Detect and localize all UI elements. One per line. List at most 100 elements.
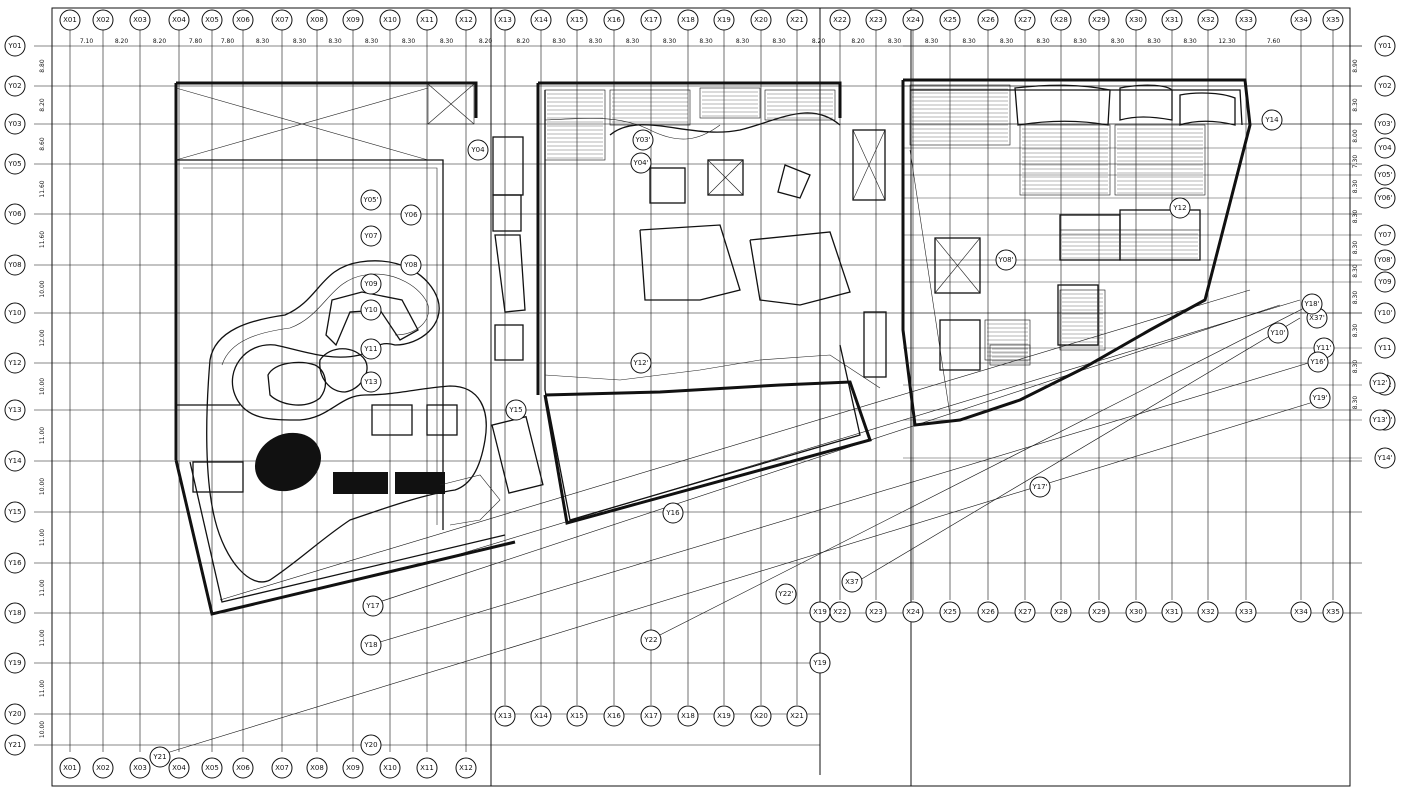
grid-bubble-x-mid: X30 [1125, 601, 1147, 623]
grid-bubble-y-left: Y12 [4, 352, 26, 374]
grid-bubble-y-right: Y01 [1374, 35, 1396, 57]
grid-bubble-x-bottom: X08 [306, 757, 328, 779]
svg-text:X27: X27 [1018, 16, 1032, 24]
grid-bubble-x-top: X14 [530, 9, 552, 31]
dimension-text: 8.20 [516, 38, 530, 45]
grid-bubble-y-left: Y19 [4, 652, 26, 674]
svg-text:Y16: Y16 [665, 509, 680, 517]
grid-bubble-y-left: Y15 [4, 501, 26, 523]
grid-bubble-y-right: Y02 [1374, 75, 1396, 97]
grid-bubble-y-left: Y14 [4, 450, 26, 472]
svg-text:X35: X35 [1326, 608, 1340, 616]
dimension-column-left: 8.808.208.6011.6011.6010.0012.0010.0011.… [39, 59, 46, 738]
dimension-text: 8.30 [1183, 38, 1197, 45]
grid-bubble-x-lower: X14 [530, 705, 552, 727]
svg-text:Y12: Y12 [7, 359, 21, 367]
grid-bubble-x-top: X23 [865, 9, 887, 31]
svg-text:Y09: Y09 [1377, 278, 1391, 286]
grid-bubble-x-top: X20 [750, 9, 772, 31]
svg-text:X29: X29 [1092, 16, 1106, 24]
dimension-text: 8.20 [851, 38, 865, 45]
dimension-text: 8.20 [812, 38, 826, 45]
svg-text:X20: X20 [754, 712, 768, 720]
svg-text:Y10: Y10 [7, 309, 21, 317]
diagonal-line [859, 317, 1301, 581]
grid-bubble-interior: Y07 [360, 225, 382, 247]
grid-bubble-x-lower: X18 [677, 705, 699, 727]
svg-text:X01: X01 [63, 16, 77, 24]
grid-bubble-y-right: Y11 [1374, 337, 1396, 359]
grid-bubble-x-top: X21 [786, 9, 808, 31]
dimension-text: 8.30 [1036, 38, 1050, 45]
grid-bubble-x-top: X06 [232, 9, 254, 31]
dense-detail-hatching [544, 84, 1206, 366]
grid-bubble-x-mid: X32 [1197, 601, 1219, 623]
svg-text:Y14': Y14' [1376, 454, 1392, 462]
svg-text:Y09: Y09 [363, 280, 377, 288]
dimension-text: 8.30 [772, 38, 786, 45]
grid-bubble-y-left: Y03 [4, 113, 26, 135]
dimension-text: 11.00 [39, 529, 46, 546]
grid-bubble-interior: Y22 [640, 629, 662, 651]
grid-bubble-interior: Y20 [360, 734, 382, 756]
svg-text:X34: X34 [1294, 608, 1308, 616]
svg-text:X22: X22 [833, 16, 847, 24]
svg-text:X21: X21 [790, 16, 804, 24]
dimension-text: 8.30 [1352, 396, 1359, 410]
grid-bubble-x-bottom: X01 [59, 757, 81, 779]
svg-text:Y18: Y18 [7, 609, 21, 617]
svg-text:Y13: Y13 [363, 378, 377, 386]
svg-text:X31: X31 [1165, 16, 1179, 24]
grid-bubble-y-right: Y10' [1374, 302, 1396, 324]
svg-text:Y13: Y13 [7, 406, 21, 414]
grid-bubble-x-lower: X19 [713, 705, 735, 727]
grid-bubble-x-lower: X21 [786, 705, 808, 727]
svg-text:Y20: Y20 [7, 710, 21, 718]
svg-text:X30: X30 [1129, 16, 1143, 24]
dimension-text: 10.00 [39, 721, 46, 738]
svg-text:X32: X32 [1201, 608, 1215, 616]
grid-bubble-y-left: Y10 [4, 302, 26, 324]
svg-text:X15: X15 [570, 712, 584, 720]
grid-bubble-interior: Y03' [632, 129, 654, 151]
svg-text:Y03': Y03' [1376, 120, 1392, 128]
svg-text:X08: X08 [310, 764, 324, 772]
grid-bubble-x-top: X32 [1197, 9, 1219, 31]
grid-bubble-x-top: X01 [59, 9, 81, 31]
grid-bubble-x-top: X18 [677, 9, 699, 31]
svg-text:Y22': Y22' [777, 590, 793, 598]
svg-text:X20: X20 [754, 16, 768, 24]
grid-bubble-y-left: Y08 [4, 254, 26, 276]
grid-bubble-interior: Y16' [1307, 351, 1329, 373]
dimension-text: 8.30 [1147, 38, 1161, 45]
svg-text:X13: X13 [498, 712, 512, 720]
grid-bubble-y-right: Y07 [1374, 224, 1396, 246]
grid-bubble-x-top: X28 [1050, 9, 1072, 31]
svg-text:X31: X31 [1165, 608, 1179, 616]
svg-text:X13: X13 [498, 16, 512, 24]
dimension-text: 8.30 [1000, 38, 1014, 45]
svg-text:Y17: Y17 [365, 602, 379, 610]
svg-text:X14: X14 [534, 16, 548, 24]
svg-text:X18: X18 [681, 712, 695, 720]
svg-text:Y19: Y19 [812, 659, 826, 667]
diagonal-grid-lines [159, 289, 1326, 756]
dimension-text: 8.20 [153, 38, 167, 45]
detail-block [1019, 124, 1111, 196]
dark-block-1 [333, 472, 388, 494]
svg-text:X23: X23 [869, 608, 883, 616]
escalator-core-west [491, 136, 544, 494]
grid-bubble-interior: Y10' [1267, 322, 1289, 344]
svg-text:Y16': Y16' [1309, 358, 1325, 366]
diagonal-line [369, 357, 1326, 646]
detail-block [909, 84, 1011, 146]
grid-bubble-x-top: X03 [129, 9, 151, 31]
grid-bubble-y-left: Y05 [4, 153, 26, 175]
svg-text:X05: X05 [205, 16, 219, 24]
grid-bubble-interior: Y22' [775, 583, 797, 605]
grid-bubble-x-top: X02 [92, 9, 114, 31]
dimension-text: 11.00 [39, 629, 46, 646]
